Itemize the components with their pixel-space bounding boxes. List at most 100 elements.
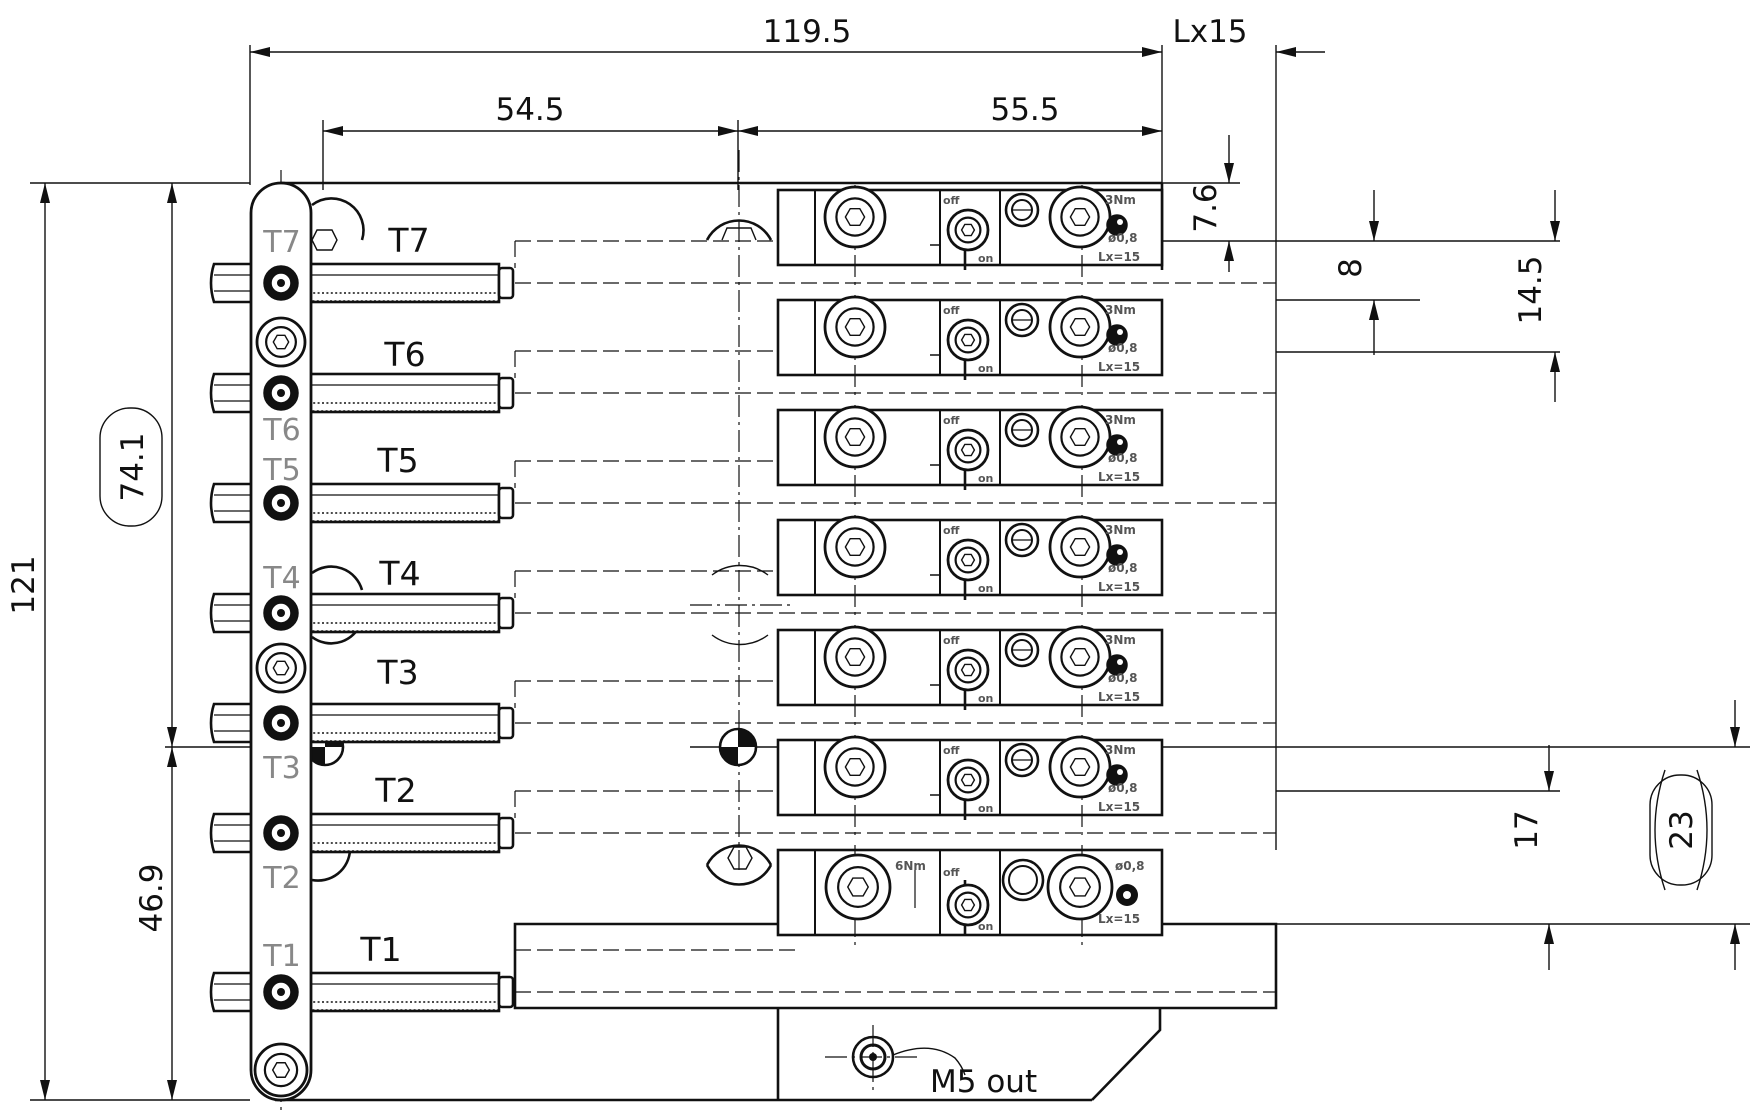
module-on-label: on [978, 692, 993, 705]
module-torque-label: 3Nm [1105, 413, 1136, 427]
module-diameter-label: ø0,8 [1108, 341, 1138, 355]
module-off-label: off [943, 194, 960, 207]
bar-detent-dot [277, 609, 285, 617]
bar-detent-dot [277, 499, 285, 507]
module-screw-left-head [835, 417, 875, 457]
module-screw-onoff-hex [960, 333, 976, 347]
module-torque-label: 3Nm [1105, 523, 1136, 537]
valve-modules: offon3Nmø0,8Lx=15offon3Nmø0,8Lx=15offon3… [776, 185, 1164, 945]
module-screw-onoff [946, 648, 990, 692]
module-on-label: on [978, 472, 993, 485]
bar-screw [255, 316, 307, 368]
module-screw-left-head [835, 637, 875, 677]
module-screw-onoff-hex [960, 663, 976, 677]
module-nozzle-hole [1117, 659, 1123, 665]
module-diameter-label: ø0,8 [1108, 671, 1138, 685]
dim-right-block: 55.5 [990, 92, 1059, 128]
module-lx-label: Lx=15 [1098, 912, 1140, 926]
bar-screw-hex [272, 660, 290, 676]
bar-detent-dot [277, 389, 285, 397]
rod-shaft [275, 971, 501, 1013]
tool-rod-1: T1 [209, 930, 1276, 1013]
bar-label: T3 [262, 751, 300, 786]
module-torque-label: 3Nm [1105, 743, 1136, 757]
bar-detent-dot [277, 719, 285, 727]
module-off-label: off [943, 744, 960, 757]
module-screw-onoff [946, 208, 990, 252]
module-screw-onoff-head [954, 766, 982, 794]
dim-ref-height: 23 [1664, 810, 1700, 849]
bar-detent-dot [277, 279, 285, 287]
module-lx-label: Lx=15 [1098, 360, 1140, 374]
dimension-lines [30, 45, 1750, 1101]
module-off-label: off [943, 634, 960, 647]
module-diameter-label: ø0,8 [1108, 561, 1138, 575]
module-screw-onoff-head [954, 326, 982, 354]
module-screw-onoff-hex [960, 553, 976, 567]
module-diameter-label: ø0,8 [1108, 231, 1138, 245]
bar-screw-hex [271, 1062, 291, 1078]
bar-label: T4 [262, 561, 300, 596]
module-screw-right-hex [1069, 647, 1091, 667]
dim-gap: 17 [1509, 810, 1545, 849]
module-screw-left-head [837, 866, 879, 908]
module-screw-right [1048, 515, 1112, 579]
module-screw-right-head [1060, 637, 1100, 677]
module-torque-label: 3Nm [1105, 193, 1136, 207]
module-torque-label: 3Nm [1105, 633, 1136, 647]
module-screw-left-hex [846, 877, 870, 897]
dim-left-block: 54.5 [495, 92, 564, 128]
module-screw-right-hex [1068, 877, 1092, 897]
tool-label-right: T5 [376, 441, 418, 480]
module-diameter-label: ø0,8 [1108, 781, 1138, 795]
module-screw-onoff-hex [960, 773, 976, 787]
module-screw-left [823, 625, 887, 689]
dim-ref-height-frame [1649, 774, 1713, 886]
module-lx-label: Lx=15 [1098, 580, 1140, 594]
tool-label-right: T6 [383, 335, 425, 374]
dim-pitch: 14.5 [1513, 255, 1549, 324]
module-screw-left [824, 853, 892, 921]
bar-screw-hex [272, 334, 290, 350]
module-nozzle-hole [1117, 219, 1123, 225]
module-screw-onoff-head [954, 546, 982, 574]
bar-screw-head [265, 326, 297, 358]
bar-label: T6 [262, 413, 300, 448]
bar-label: T2 [262, 861, 300, 896]
module-screw-right [1046, 853, 1114, 921]
module-on-label: on [978, 362, 993, 375]
module-screw-onoff-hex [960, 443, 976, 457]
module-screw-right [1048, 185, 1112, 249]
module-lx-label: Lx=15 [1098, 690, 1140, 704]
module-screw-left [823, 295, 887, 359]
module-screw-onoff-head [954, 891, 982, 919]
module-nozzle-hole [1117, 549, 1123, 555]
rod-tip [497, 596, 515, 630]
module-screw-left-hex [844, 757, 866, 777]
dim-ref-paren-right [1696, 769, 1708, 891]
rod-tip [497, 266, 515, 300]
module-port-inner [1008, 865, 1038, 895]
module-screw-onoff [946, 318, 990, 362]
module-screw-right [1048, 735, 1112, 799]
module-torque-label: 3Nm [1105, 303, 1136, 317]
module-screw-left-head [835, 307, 875, 347]
module-lx-label: Lx=15 [1098, 250, 1140, 264]
module-on-label: on [978, 582, 993, 595]
module-diameter-label: ø0,8 [1115, 859, 1145, 873]
module-screw-onoff [946, 883, 990, 927]
rod-shaft [275, 372, 501, 414]
module-on-label: on [978, 920, 993, 933]
module-screw-left-hex [844, 317, 866, 337]
bar-body [249, 181, 313, 1102]
module-nozzle-hole [1117, 439, 1123, 445]
bar-label: T1 [262, 939, 300, 974]
module-screw-onoff [946, 758, 990, 802]
module-screw-left [823, 735, 887, 799]
module-off-label: off [943, 524, 960, 537]
module-on-label: on [978, 802, 993, 815]
module-screw-right-hex [1069, 207, 1091, 227]
module-screw-left-hex [844, 427, 866, 447]
